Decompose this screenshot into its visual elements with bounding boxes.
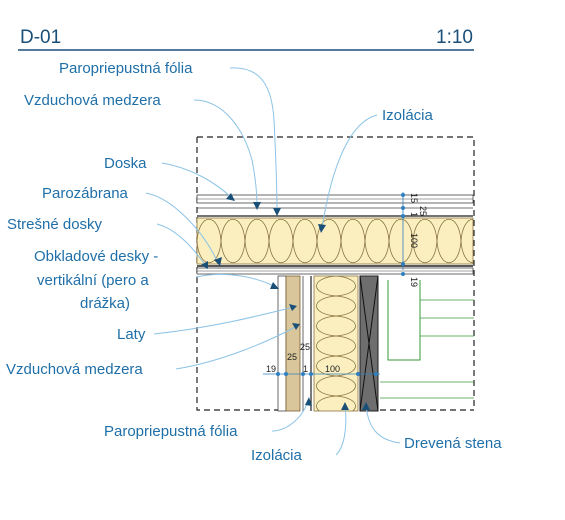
roof-dim-25: 25 (418, 206, 428, 216)
roof-dim-19: 19 (409, 277, 419, 287)
leader-izolacia-bottom (335, 404, 347, 456)
wall-dim-19: 19 (266, 364, 276, 374)
label-paropriepustna-folia-top: Paropriepustná fólia (59, 60, 193, 77)
leader-stresne (156, 223, 207, 267)
wall-dim-1: 1 (303, 364, 308, 374)
label-laty: Laty (117, 326, 146, 343)
wall-insulation (313, 275, 359, 412)
roof-buildup (196, 194, 474, 275)
label-doska: Doska (104, 155, 147, 172)
label-obkladove-line2: vertikální (pero a (37, 272, 149, 289)
roof-dimension-chain: 15 25 1 100 19 (401, 192, 428, 287)
label-vzduchova-medzera-bottom: Vzduchová medzera (6, 361, 143, 378)
label-obkladove-line3: drážka) (80, 295, 130, 312)
roof-dim-100: 100 (409, 233, 419, 248)
arrowhead (305, 397, 312, 406)
leader-vzduchova-bottom (175, 325, 298, 370)
wall-buildup (277, 275, 379, 412)
leader-izolacia-top (321, 114, 378, 229)
arrowhead (292, 323, 300, 330)
wall-dim-marker (374, 372, 378, 376)
insulation-wave (316, 395, 356, 411)
roof-dim-marker (401, 206, 405, 210)
leader-drevena-stena (365, 404, 401, 444)
label-parozabrana: Parozábrana (42, 185, 129, 202)
leader-doska (161, 162, 233, 199)
detail-code: D-01 (20, 27, 61, 48)
roof-insulation-pattern (197, 219, 473, 263)
roof-dim-marker (401, 193, 405, 197)
leader-paropriepustna-top (229, 67, 278, 214)
wall-dim-25-upper: 25 (300, 342, 310, 352)
leader-laty (153, 306, 295, 335)
wall-timber-stud-cross (359, 275, 379, 412)
wall-dimension-chain: 19 25 1 100 25 (263, 342, 380, 376)
leader-arrowheads (201, 193, 370, 410)
arrowhead (201, 261, 208, 269)
roof-insulation (196, 217, 474, 265)
label-obkladove-line1: Obkladové desky - (34, 248, 158, 265)
wall-dim-marker (301, 372, 305, 376)
arrowhead (273, 208, 281, 216)
leader-vzduchova-top (193, 99, 258, 208)
label-stresne-dosky: Strešné dosky (7, 216, 103, 233)
roof-dim-marker (401, 262, 405, 266)
wall-cladding-boards (277, 275, 287, 412)
arrowhead (253, 202, 261, 210)
arrowhead (318, 224, 326, 233)
roof-dim-marker (401, 214, 405, 218)
interior-lining (380, 280, 474, 399)
leader-obkladove (195, 273, 277, 288)
roof-dim-marker (401, 272, 405, 276)
arrowhead (226, 193, 235, 201)
insulation-wave (460, 219, 473, 263)
arrowhead (289, 304, 297, 311)
label-vzduchova-medzera-top: Vzduchová medzera (24, 92, 161, 109)
wall-battens (285, 275, 301, 412)
roof-dim-15: 15 (409, 193, 419, 203)
wall-dim-marker (284, 372, 288, 376)
arrowhead (270, 282, 279, 289)
arrowhead (341, 402, 349, 410)
labels: Paropriepustná fólia Vzduchová medzera I… (6, 60, 502, 464)
wall-dim-marker (309, 372, 313, 376)
leader-parozabrana (145, 192, 219, 264)
leader-lines (145, 67, 401, 456)
wall-dim-100: 100 (325, 364, 340, 374)
detail-scale: 1:10 (436, 27, 473, 48)
wall-dim-marker (276, 372, 280, 376)
arrowhead (214, 257, 222, 266)
label-izolacia-bottom: Izolácia (251, 447, 303, 464)
label-izolacia-top: Izolácia (382, 107, 434, 124)
wall-dim-marker (356, 372, 360, 376)
arrowhead (362, 402, 370, 410)
label-drevena-stena: Drevená stena (404, 435, 502, 452)
roof-dim-1: 1 (409, 212, 419, 217)
wall-insulation-pattern (316, 276, 356, 411)
label-paropriepustna-folia-bottom: Paropriepustná fólia (104, 423, 238, 440)
wall-dim-25-lower: 25 (287, 352, 297, 362)
